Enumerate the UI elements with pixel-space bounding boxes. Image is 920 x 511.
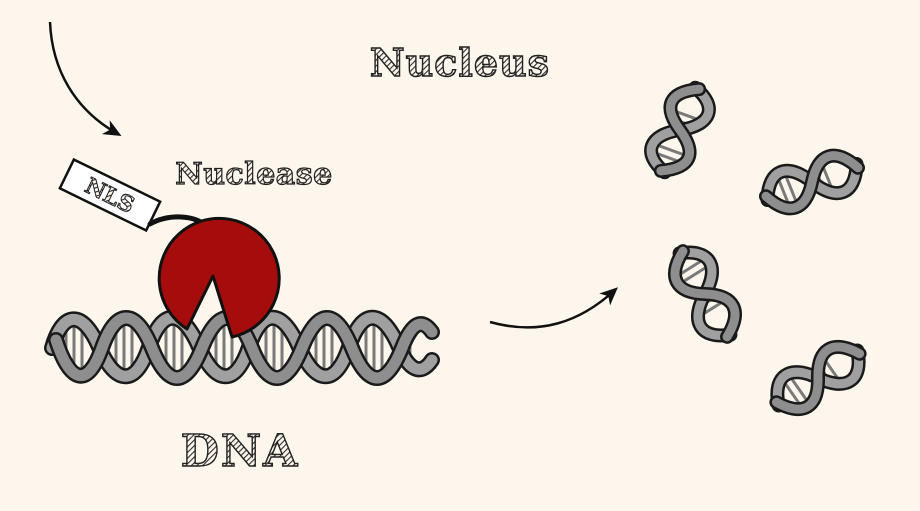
cleavage-arrow-icon	[489, 287, 618, 329]
nuclease-label: Nuclease	[175, 157, 332, 192]
nls-tag: NLS	[58, 157, 162, 233]
dna-fragment	[668, 244, 742, 344]
dna-label: DNA	[181, 426, 300, 477]
dna-fragment	[644, 80, 716, 180]
nuclease-enzyme	[157, 216, 281, 339]
nucleus-label: Nucleus	[370, 40, 550, 85]
dna-fragment	[758, 148, 866, 216]
dna-fragment	[769, 340, 867, 416]
dna-double-helix	[44, 309, 440, 386]
incoming-arrow-icon	[48, 21, 122, 136]
